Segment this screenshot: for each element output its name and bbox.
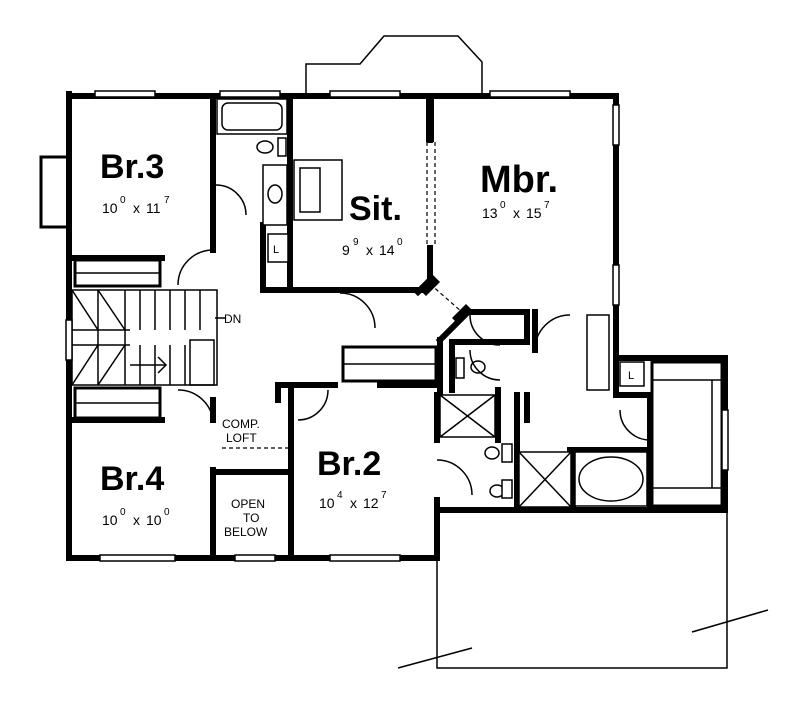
svg-text:x: x <box>513 205 520 221</box>
svg-text:0: 0 <box>120 195 126 206</box>
open-below-label-2: TO <box>243 511 259 525</box>
svg-text:15: 15 <box>526 205 542 221</box>
svg-text:x: x <box>133 512 140 528</box>
staircase <box>71 289 225 386</box>
svg-text:7: 7 <box>544 200 550 211</box>
svg-text:7: 7 <box>381 490 387 501</box>
svg-text:4: 4 <box>337 490 343 501</box>
door-swings <box>177 184 651 496</box>
svg-text:x: x <box>350 495 357 511</box>
open-below-label-3: BELOW <box>224 525 268 539</box>
svg-text:12: 12 <box>363 495 379 511</box>
comp-loft-label-1: COMP. <box>222 417 260 431</box>
svg-text:14: 14 <box>379 242 395 258</box>
room-mbr: Mbr. 13 0 x 15 7 <box>480 159 558 221</box>
svg-text:0: 0 <box>397 237 403 248</box>
svg-text:0: 0 <box>500 200 506 211</box>
interior-walls <box>66 93 653 561</box>
svg-text:x: x <box>133 200 140 216</box>
svg-text:10: 10 <box>319 495 335 511</box>
svg-text:10: 10 <box>146 512 162 528</box>
svg-text:7: 7 <box>164 195 170 206</box>
svg-text:x: x <box>366 242 373 258</box>
svg-text:10: 10 <box>102 512 118 528</box>
garage-outline <box>436 512 728 669</box>
svg-text:0: 0 <box>120 507 126 518</box>
room-br2: Br.2 10 4 x 12 7 <box>317 445 387 511</box>
linen-closet-label: L <box>628 370 634 382</box>
windows <box>65 90 729 562</box>
room-name: Sit. <box>349 190 402 228</box>
room-br3: Br.3 10 0 x 11 7 <box>100 148 170 216</box>
comp-loft-label-2: LOFT <box>226 431 257 445</box>
stair-down-label: DN <box>224 312 241 326</box>
room-name: Br.4 <box>100 460 164 498</box>
svg-text:9: 9 <box>353 237 359 248</box>
room-br4: Br.4 10 0 x 10 0 <box>100 460 170 528</box>
bay-window <box>305 35 483 94</box>
closets <box>73 258 724 508</box>
svg-text:13: 13 <box>482 205 498 221</box>
hall-opening <box>429 283 463 313</box>
svg-text:11: 11 <box>146 200 161 216</box>
chimney <box>39 155 71 229</box>
svg-text:10: 10 <box>102 200 118 216</box>
bath-fixtures <box>216 98 648 508</box>
room-name: Br.3 <box>100 148 164 186</box>
svg-text:0: 0 <box>164 507 170 518</box>
room-name: Mbr. <box>480 159 558 201</box>
room-name: Br.2 <box>317 445 381 483</box>
open-below-label-1: OPEN <box>231 497 265 511</box>
room-sit: Sit. 9 9 x 14 0 <box>342 190 403 258</box>
linen-closet-label: L <box>273 244 279 256</box>
svg-text:9: 9 <box>342 242 350 258</box>
